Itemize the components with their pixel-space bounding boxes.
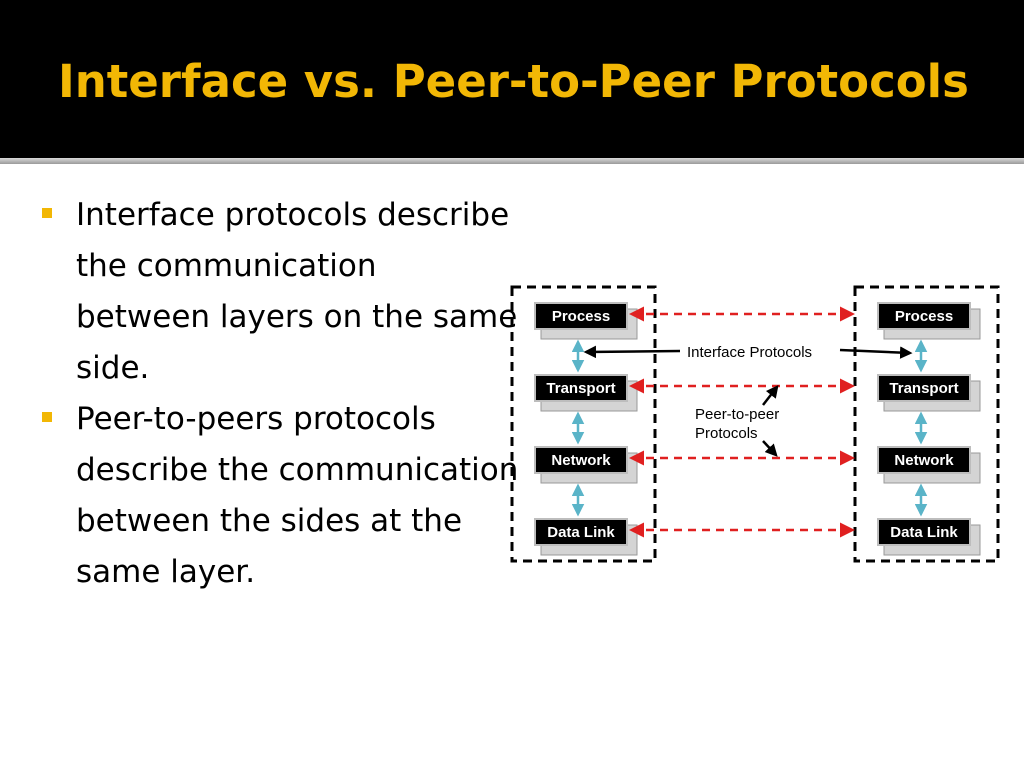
bullet-text: Peer-to-peers protocols describe the com… (76, 401, 519, 590)
layer-label: Network (551, 452, 611, 469)
right-layer-network: Network (877, 446, 981, 484)
slide-title: Interface vs. Peer-to-Peer Protocols (58, 55, 969, 108)
layer-label: Network (894, 452, 954, 469)
right-side-container (853, 285, 1000, 563)
layer-label: Transport (546, 380, 615, 397)
peer-protocols-label-line2: Protocols (695, 425, 758, 442)
bullet-marker-icon (42, 412, 52, 422)
layer-label: Process (895, 308, 953, 325)
layer-label: Process (552, 308, 610, 325)
layer-label: Data Link (547, 524, 615, 541)
right-layer-process: Process (877, 302, 981, 340)
left-layer-network: Network (534, 446, 638, 484)
peer-pointer-up (762, 385, 779, 406)
right-layer-transport: Transport (877, 374, 981, 412)
left-layer-data-link: Data Link (534, 518, 638, 556)
left-layer-process: Process (534, 302, 638, 340)
peer-protocols-label-line1: Peer-to-peer (695, 406, 779, 423)
interface-pointer-left (583, 345, 681, 359)
bullet-marker-icon (42, 208, 52, 218)
left-layer-transport: Transport (534, 374, 638, 412)
layer-label: Transport (889, 380, 958, 397)
bullet-list: Interface protocols describe the communi… (40, 190, 520, 598)
bullet-text: Interface protocols describe the communi… (76, 197, 518, 386)
interface-pointer-right (839, 346, 913, 359)
interface-arrows (571, 339, 928, 517)
peer-arrows (629, 306, 855, 538)
title-bar (0, 0, 1024, 158)
right-layer-data-link: Data Link (877, 518, 981, 556)
bullet-peer-protocols: Peer-to-peers protocols describe the com… (40, 394, 520, 598)
interface-protocols-label: Interface Protocols (687, 344, 812, 361)
peer-pointer-down (762, 440, 778, 457)
bullet-interface-protocols: Interface protocols describe the communi… (40, 190, 520, 394)
layer-label: Data Link (890, 524, 958, 541)
left-side-container (510, 285, 657, 563)
title-divider (0, 158, 1024, 164)
